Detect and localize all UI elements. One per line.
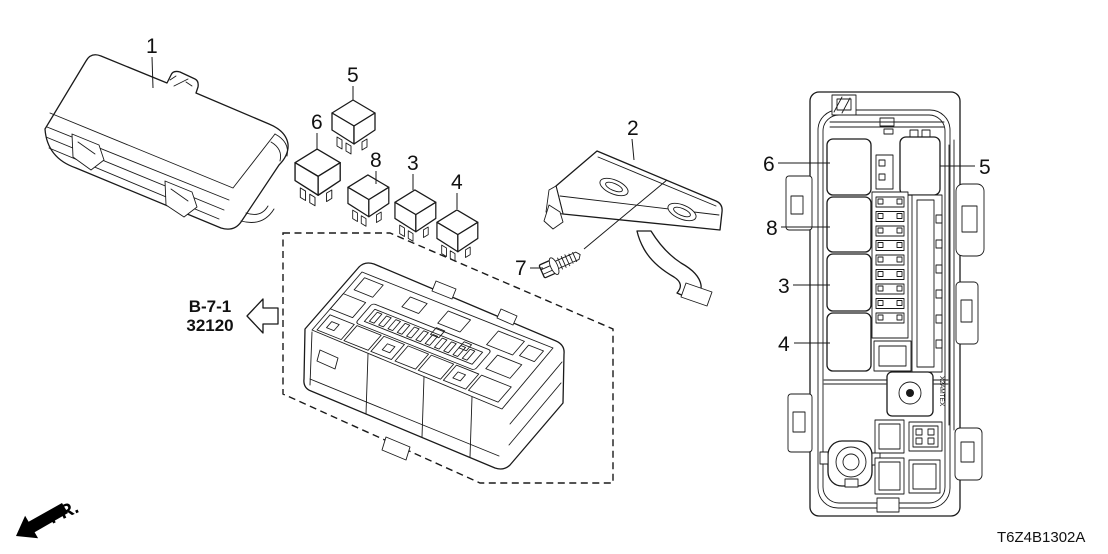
front-arrow-icon — [16, 503, 68, 539]
rear-right-tab-upper — [955, 183, 985, 257]
callout-6[interactable]: 6 — [311, 111, 323, 150]
callout-8-label[interactable]: 8 — [370, 149, 382, 172]
rear-callout-6-label[interactable]: 6 — [763, 153, 775, 176]
callout-3-label[interactable]: 3 — [407, 152, 419, 175]
rear-socket-4 — [826, 312, 872, 372]
callout-2-label[interactable]: 2 — [627, 117, 639, 140]
cover-top-tab-detail — [169, 75, 193, 87]
rear-socket-3 — [826, 253, 872, 312]
reference-block[interactable]: B-7-1 32120 — [186, 297, 279, 335]
callout-7-label[interactable]: 7 — [515, 257, 527, 280]
rear-fuse-column — [871, 191, 909, 339]
rear-bottom-tab — [876, 497, 900, 513]
callout-4[interactable]: 4 — [451, 171, 463, 209]
cover-clip-left — [71, 133, 105, 171]
bolt-part-drawing — [538, 179, 668, 279]
bracket-slot-left — [599, 177, 629, 197]
rear-view-drawing: X2AMTEX — [785, 91, 985, 517]
callout-5-label[interactable]: 5 — [347, 64, 359, 87]
cover-clip-front — [164, 180, 198, 218]
rear-callout-4-label[interactable]: 4 — [778, 333, 790, 356]
callout-4-label[interactable]: 4 — [451, 171, 463, 194]
rear-top-clip — [831, 94, 857, 116]
rear-left-tab-upper — [785, 175, 813, 231]
rear-callout-3[interactable]: 3 — [778, 275, 830, 298]
callout-8[interactable]: 8 — [370, 149, 382, 184]
relay-6-drawing — [294, 148, 341, 207]
rear-right-tab-lower — [954, 427, 983, 481]
callout-6-label[interactable]: 6 — [311, 111, 323, 134]
dashed-boundary — [282, 232, 614, 484]
rear-callout-5-label[interactable]: 5 — [979, 156, 991, 179]
rear-bus-channel — [911, 194, 943, 373]
rear-small-connector — [875, 154, 894, 190]
molded-marking-text: X2AMTEX — [938, 376, 945, 407]
rear-callout-3-label[interactable]: 3 — [778, 275, 790, 298]
callout-1-leader — [151, 56, 154, 89]
reference-arrow-icon — [246, 298, 279, 334]
relay-3-drawing — [394, 189, 437, 242]
callout-5[interactable]: 5 — [347, 64, 359, 100]
callout-7[interactable]: 7 — [515, 257, 543, 280]
bracket-slot-right — [667, 202, 697, 222]
relay-8-drawing — [347, 174, 390, 227]
bracket-foot — [680, 282, 713, 307]
bracket-strap — [636, 230, 702, 302]
diagram-number: T6Z4B1302A — [997, 529, 1085, 546]
rear-callout-8-label[interactable]: 8 — [766, 217, 778, 240]
rear-left-tab-lower — [787, 393, 813, 453]
rear-callout-4[interactable]: 4 — [778, 333, 830, 356]
callout-2[interactable]: 2 — [627, 117, 639, 161]
relay-4-drawing — [436, 209, 479, 262]
rear-socket-5 — [899, 136, 941, 196]
cover-part-drawing — [44, 54, 289, 230]
rear-bottom-sockets — [874, 419, 943, 495]
front-direction-marker: FR. — [16, 497, 82, 539]
callout-1-label[interactable]: 1 — [146, 35, 158, 58]
rear-socket-below-fuses — [873, 340, 912, 372]
rear-socket-8 — [826, 196, 872, 253]
bracket-part-drawing — [543, 150, 723, 307]
rear-callout-8[interactable]: 8 — [766, 217, 830, 240]
reference-code[interactable]: B-7-1 — [189, 297, 232, 316]
rear-round-relay — [886, 371, 934, 417]
callout-3[interactable]: 3 — [407, 152, 419, 190]
rear-right-tab-middle — [955, 281, 979, 345]
control-unit-top-face — [316, 277, 545, 403]
rear-socket-6 — [826, 138, 872, 196]
front-marker-label: FR. — [45, 497, 82, 529]
relay-5-drawing — [331, 99, 376, 155]
control-unit-drawing — [303, 262, 565, 470]
callout-1[interactable]: 1 — [146, 35, 158, 89]
reference-part-number[interactable]: 32120 — [186, 316, 233, 335]
rear-callout-5[interactable]: 5 — [940, 156, 991, 179]
rear-callout-6[interactable]: 6 — [763, 153, 830, 176]
